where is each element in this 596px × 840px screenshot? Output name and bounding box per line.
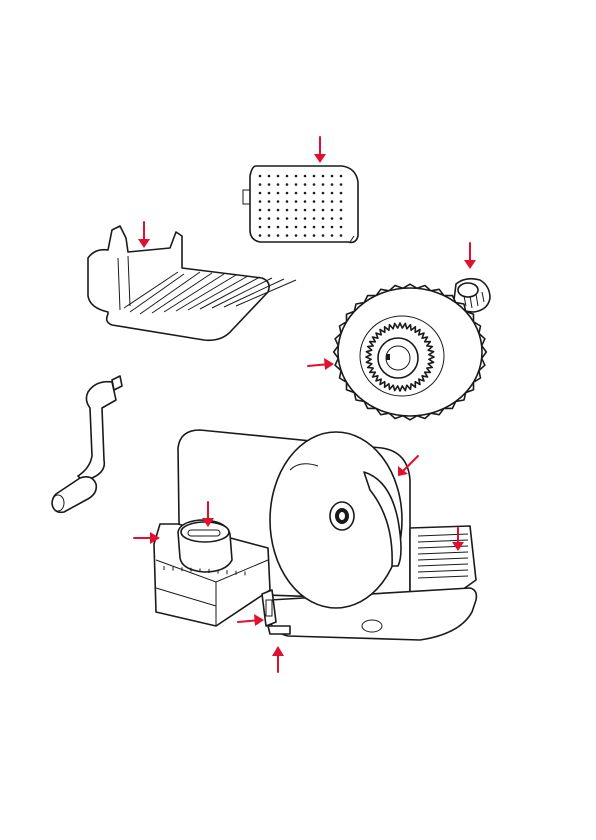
arrow-switch: [238, 614, 264, 626]
food-pusher-plate: [243, 166, 358, 242]
arrow-bottom-latch: [272, 646, 284, 672]
serrated-blade: [334, 284, 487, 420]
slicer-base: [154, 430, 476, 640]
arrow-blade-nut: [464, 243, 476, 269]
crank-handle: [52, 376, 122, 512]
arrow-food-tray: [138, 222, 150, 248]
arrow-blade: [308, 358, 334, 370]
food-tray: [88, 226, 296, 340]
arrow-pusher-plate: [314, 137, 326, 163]
